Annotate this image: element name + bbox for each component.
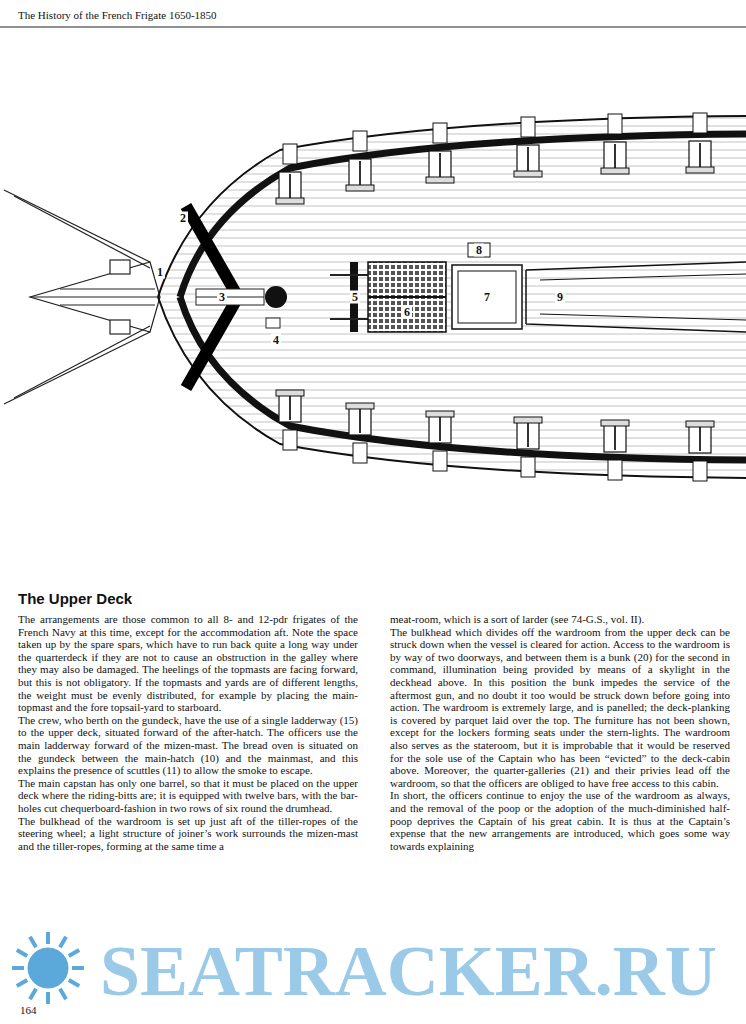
guns [276, 113, 714, 481]
foremast [265, 286, 287, 308]
gun [601, 114, 629, 174]
text-column: The arrangements are those common to all… [18, 613, 358, 852]
body-paragraph: The bulkhead which divides off the wardr… [390, 626, 730, 790]
body-paragraph: The bulkhead of the wardroom is set up j… [18, 815, 358, 853]
header-rule [0, 27, 746, 28]
body-paragraph: The arrangements are those common to all… [18, 613, 358, 714]
spare-spars [196, 289, 264, 305]
gun [514, 117, 542, 177]
deck-planking [150, 110, 746, 478]
callout-number: 4 [271, 334, 281, 347]
gun [426, 123, 454, 183]
quarterdeck-structure [526, 262, 746, 332]
callout-number: 1 [155, 266, 165, 279]
watermark: SEATRACKER.RU [100, 930, 717, 1013]
hatch [452, 265, 522, 329]
gun [346, 403, 374, 463]
body-paragraph: meat-room, which is a sort of larder (se… [390, 613, 730, 626]
callout-number: 2 [178, 212, 188, 225]
gun [426, 411, 454, 471]
section-heading: The Upper Deck [18, 590, 132, 607]
body-paragraph: The crew, who berth on the gundeck, have… [18, 714, 358, 777]
text-column: meat-room, which is a sort of larder (se… [390, 613, 730, 852]
callout-number: 6 [402, 306, 412, 319]
callout-number: 7 [482, 291, 492, 304]
gun [514, 417, 542, 477]
hatch-grating [368, 262, 446, 332]
galley [266, 318, 280, 328]
bowsprit [4, 190, 160, 404]
gun [686, 113, 714, 173]
callout-number: 3 [217, 291, 227, 304]
running-header: The History of the French Frigate 1650-1… [18, 9, 217, 21]
body-paragraph: In short, the officers continue to enjoy… [390, 789, 730, 852]
callout-number: 5 [350, 291, 360, 304]
ladderway [468, 243, 490, 257]
gun [346, 131, 374, 191]
gun [276, 390, 304, 450]
page-number: 164 [18, 1004, 39, 1016]
gun [601, 420, 629, 480]
body-paragraph: The main capstan has only one barrel, so… [18, 777, 358, 815]
gun [686, 421, 714, 481]
gun [276, 144, 304, 204]
callout-number: 9 [555, 291, 565, 304]
callout-number: 8 [474, 244, 484, 257]
